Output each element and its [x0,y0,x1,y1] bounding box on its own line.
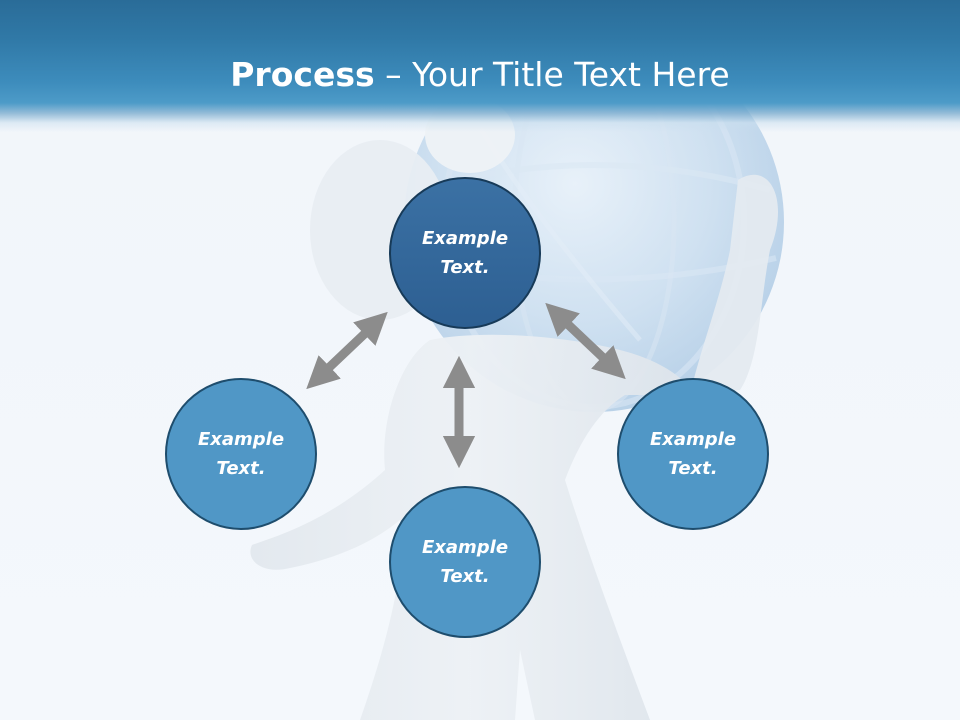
node-text-line1: Example [197,429,285,450]
process-node-right-label: Example Text. [633,425,753,483]
figure-raised-arm [690,174,779,395]
double-arrow-top-right [545,302,626,380]
process-node-top-label: Example Text. [405,224,525,282]
node-text-line2: Text. [440,566,490,587]
node-text-line1: Example [421,537,509,558]
title-rest: – Your Title Text Here [374,55,730,94]
node-text-line1: Example [421,228,509,249]
node-text-line2: Text. [216,458,266,479]
process-node-right: Example Text. [617,378,769,530]
process-node-top: Example Text. [389,177,541,329]
process-node-left: Example Text. [165,378,317,530]
node-text-line1: Example [649,429,737,450]
node-text-line2: Text. [668,458,718,479]
process-node-bottom-label: Example Text. [405,533,525,591]
node-text-line2: Text. [440,257,490,278]
double-arrow-top-left [306,311,388,390]
page-title: Process – Your Title Text Here [0,52,960,98]
title-bold: Process [230,55,375,94]
header-band [0,0,960,132]
process-node-left-label: Example Text. [181,425,301,483]
process-node-bottom: Example Text. [389,486,541,638]
